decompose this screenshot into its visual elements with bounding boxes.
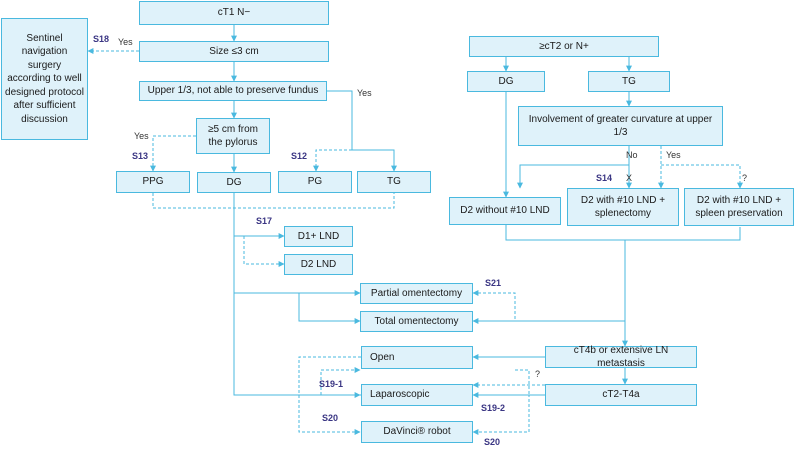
partial-omentectomy-box: Partial omentectomy (360, 283, 473, 304)
laparoscopic-box: Laparoscopic (361, 384, 473, 406)
d2-spleen-preservation-box: D2 with #10 LND + spleen preservation (684, 188, 794, 226)
label-no-greater: No (626, 150, 638, 160)
tg-left-box: TG (357, 171, 431, 193)
d2-lnd-box: D2 LND (284, 254, 353, 275)
label-yes-upper: Yes (357, 88, 372, 98)
ct2-box: ≥cT2 or N+ (469, 36, 659, 57)
pg-box: PG (278, 171, 352, 193)
size-box: Size ≤3 cm (139, 41, 329, 62)
label-x-s14: X (626, 173, 633, 183)
label-yes-greater: Yes (666, 150, 681, 160)
tag-s21: S21 (485, 278, 502, 288)
d1plus-lnd-box: D1+ LND (284, 226, 353, 247)
d2-without-10-box: D2 without #10 LND (449, 197, 561, 225)
total-omentectomy-box: Total omentectomy (360, 311, 473, 332)
tag-s20-bottom: S20 (484, 437, 501, 447)
label-question-spleen: ? (742, 173, 748, 183)
d2-splenectomy-box: D2 with #10 LND + splenectomy (567, 188, 679, 226)
five-cm-pylorus-box: ≥5 cm from the pylorus (196, 118, 270, 154)
label-yes-s13: Yes (134, 131, 149, 141)
ct2-t4a-box: cT2-T4a (545, 384, 697, 406)
tag-s17: S17 (256, 216, 273, 226)
davinci-robot-box: DaVinci® robot (361, 421, 473, 443)
tag-s12: S12 (291, 151, 308, 161)
ct1n-box: cT1 N− (139, 1, 329, 25)
tag-s18: S18 (93, 34, 110, 44)
tag-s13: S13 (132, 151, 149, 161)
tag-s19-1: S19-1 (319, 379, 344, 389)
label-question-ct4b: ? (535, 369, 541, 379)
tag-s14: S14 (596, 173, 613, 183)
ppg-box: PPG (116, 171, 190, 193)
label-yes-s18: Yes (118, 37, 133, 47)
dg-right-box: DG (467, 71, 545, 92)
sentinel-navigation-box: Sentinel navigation surgery according to… (1, 18, 88, 140)
greater-curvature-box: Involvement of greater curvature at uppe… (518, 106, 723, 146)
open-surgery-box: Open (361, 346, 473, 369)
tag-s20-left: S20 (322, 413, 339, 423)
upper-third-box: Upper 1/3, not able to preserve fundus (139, 81, 327, 101)
tg-right-box: TG (588, 71, 670, 92)
dg-left-box: DG (197, 172, 271, 193)
ct4b-box: cT4b or extensive LN metastasis (545, 345, 697, 369)
tag-s19-2: S19-2 (481, 403, 506, 413)
